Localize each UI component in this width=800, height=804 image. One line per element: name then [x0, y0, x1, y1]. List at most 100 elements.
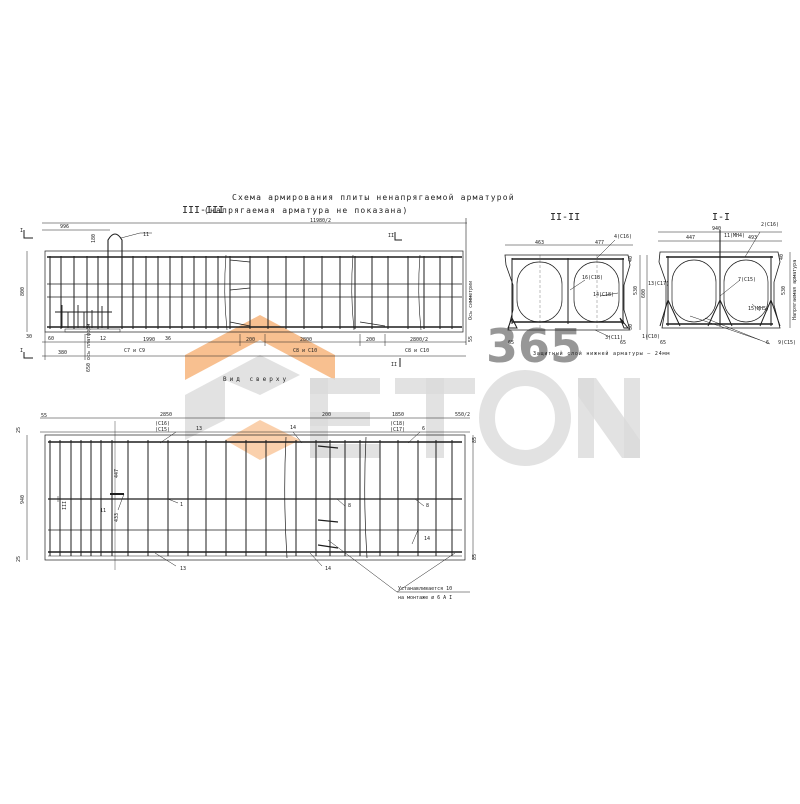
svg-text:13: 13	[196, 426, 202, 432]
svg-text:I: I	[20, 348, 23, 354]
svg-text:55: 55	[41, 413, 47, 419]
svg-text:13: 13	[180, 566, 186, 572]
cover-note: Защитный слой нижней арматуры — 24мм	[533, 351, 670, 357]
svg-text:447: 447	[114, 469, 120, 478]
svg-text:550/2: 550/2	[455, 412, 470, 418]
svg-text:3(С11): 3(С11)	[605, 335, 623, 341]
svg-text:6: 6	[422, 426, 425, 432]
drawing-title: Схема армирования плиты ненапрягаемой ар…	[182, 193, 515, 224]
svg-text:380: 380	[58, 350, 67, 356]
svg-text:60: 60	[48, 336, 54, 342]
svg-text:II: II	[391, 362, 397, 368]
svg-text:8: 8	[348, 503, 351, 509]
svg-text:996: 996	[60, 224, 69, 230]
svg-text:С7 и С9: С7 и С9	[124, 348, 145, 354]
svg-text:463: 463	[535, 240, 544, 246]
svg-text:12: 12	[100, 336, 106, 342]
svg-text:Устанавливается 10: Устанавливается 10	[398, 586, 452, 592]
svg-text:(С17): (С17)	[390, 427, 405, 433]
svg-text:36: 36	[165, 336, 171, 342]
svg-text:6: 6	[766, 340, 769, 346]
svg-text:200: 200	[246, 337, 255, 343]
svg-text:2800: 2800	[300, 337, 312, 343]
svg-text:16(С18): 16(С18)	[582, 275, 603, 281]
svg-text:493: 493	[748, 235, 757, 241]
svg-text:2(С16): 2(С16)	[761, 222, 779, 228]
svg-text:200: 200	[322, 412, 331, 418]
svg-text:15(МН5): 15(МН5)	[748, 306, 769, 312]
section-marks-elevation: I I II II	[20, 228, 402, 368]
svg-text:800: 800	[20, 287, 26, 296]
svg-text:II: II	[388, 233, 394, 239]
svg-text:25: 25	[16, 556, 22, 562]
section-i-title: I-I	[712, 212, 730, 223]
svg-text:40: 40	[628, 256, 634, 262]
svg-text:65: 65	[620, 340, 626, 346]
elevation-view	[26, 218, 467, 360]
svg-text:1: 1	[180, 502, 183, 508]
svg-text:940: 940	[20, 495, 26, 504]
svg-text:13(С17): 13(С17)	[648, 281, 669, 287]
section-i-view	[658, 230, 791, 345]
plan-view	[26, 417, 474, 593]
svg-text:I: I	[20, 228, 23, 234]
svg-text:на монтаже ø 6 А I: на монтаже ø 6 А I	[398, 595, 452, 601]
svg-text:7(С15): 7(С15)	[738, 277, 756, 283]
svg-text:433: 433	[114, 513, 120, 522]
svg-text:С8 и С10: С8 и С10	[293, 348, 317, 354]
svg-text:С8 и С10: С8 и С10	[405, 348, 429, 354]
svg-text:8: 8	[426, 503, 429, 509]
elevation-labels: 996 180 800 11 12 36 30 60 380 1990 С7 и…	[20, 224, 474, 372]
svg-text:Ось симметрии: Ось симметрии	[468, 281, 474, 320]
section-i-labels: 940 447 493 2(С16) 11(МН4) 13(С17) 7(С15…	[642, 222, 798, 346]
svg-text:650 ось платформ: 650 ось платформ	[86, 324, 92, 372]
svg-text:30: 30	[26, 334, 32, 340]
svg-text:1(С10): 1(С10)	[642, 334, 660, 340]
watermark-logo-icon	[185, 315, 335, 460]
svg-text:11: 11	[143, 232, 149, 238]
svg-text:2800/2: 2800/2	[410, 337, 428, 343]
svg-text:600: 600	[641, 289, 647, 298]
section-ii-labels: 463 477 4(С16) 16(С18) 14(С18) 3(С11) 40…	[508, 234, 647, 346]
svg-text:1990: 1990	[143, 337, 155, 343]
svg-text:85: 85	[472, 554, 478, 560]
total-length: 11980/2	[310, 218, 331, 224]
svg-text:9(С15): 9(С15)	[778, 340, 796, 346]
svg-text:940: 940	[712, 226, 721, 232]
svg-text:(С15): (С15)	[155, 427, 170, 433]
svg-text:(С18): (С18)	[390, 421, 405, 427]
svg-text:365: 365	[486, 319, 582, 373]
svg-text:14(С18): 14(С18)	[593, 292, 614, 298]
svg-text:11: 11	[100, 508, 106, 514]
view-from-top-label: Вид сверху	[223, 376, 289, 383]
svg-text:Напрягаемая арматура: Напрягаемая арматура	[792, 260, 798, 320]
svg-text:200: 200	[366, 337, 375, 343]
svg-text:25: 25	[16, 427, 22, 433]
svg-text:III: III	[62, 501, 68, 510]
svg-text:4(С16): 4(С16)	[614, 234, 632, 240]
svg-text:477: 477	[595, 240, 604, 246]
svg-text:85: 85	[472, 437, 478, 443]
svg-text:180: 180	[91, 234, 97, 243]
section-ii-view	[504, 239, 648, 340]
svg-text:40: 40	[779, 254, 785, 260]
watermark-number: 365	[486, 319, 582, 373]
svg-text:14: 14	[325, 566, 331, 572]
plan-labels: 55 25 2850 (С16) (С15) 200 1850 (С18) (С…	[16, 412, 478, 601]
svg-text:14: 14	[290, 425, 296, 431]
svg-text:11(МН4): 11(МН4)	[724, 233, 745, 239]
section-ii-title: II-II	[550, 212, 580, 223]
svg-text:30: 30	[628, 324, 634, 330]
svg-text:55: 55	[468, 336, 474, 342]
svg-text:2850: 2850	[160, 412, 172, 418]
title-section-mark: III-III	[182, 205, 224, 216]
svg-text:65: 65	[508, 340, 514, 346]
svg-text:14: 14	[424, 536, 430, 542]
title-line-1: Схема армирования плиты ненапрягаемой ар…	[232, 193, 515, 202]
svg-text:530: 530	[633, 286, 639, 295]
svg-text:530: 530	[781, 286, 787, 295]
title-line-2: (напрягаемая арматура не показана)	[204, 206, 409, 215]
svg-text:(С16): (С16)	[155, 421, 170, 427]
